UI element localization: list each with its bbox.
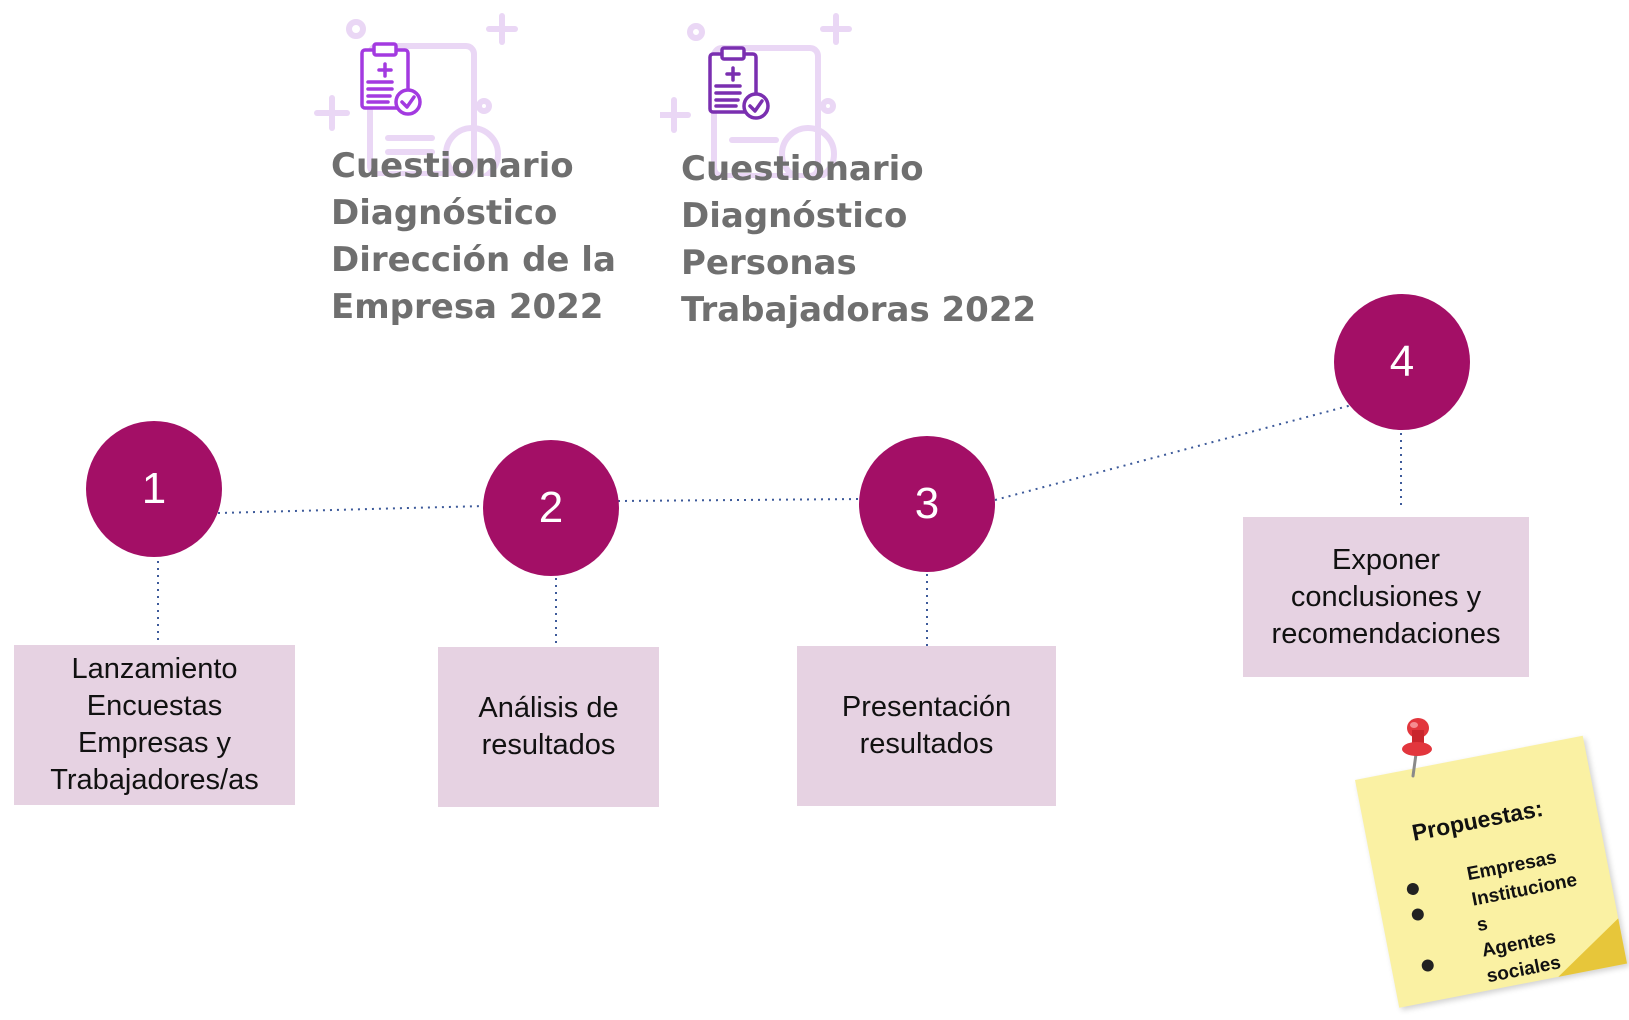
step-4-text-line: conclusiones y xyxy=(1290,580,1482,613)
step-1-circle: 1 xyxy=(86,421,222,557)
bullet-icon xyxy=(1410,907,1425,922)
questionnaire-title-line: Cuestionario xyxy=(681,149,924,189)
note-title: Propuestas: xyxy=(1409,794,1546,846)
connector-3-4 xyxy=(994,404,1353,501)
note-item-text: s xyxy=(1475,913,1490,937)
note-list-item: Agentes xyxy=(1419,927,1558,979)
pushpin-icon xyxy=(1398,716,1438,783)
step-4-circle: 4 xyxy=(1334,294,1470,430)
questionnaire-title-line: Diagnóstico xyxy=(681,196,908,236)
questionnaire-title: Cuestionario Diagnóstico Dirección de la… xyxy=(331,143,616,331)
step-1-text-line: Encuestas xyxy=(86,690,223,722)
step-2-text-line: Análisis de xyxy=(478,692,619,724)
step-3-circle: 3 xyxy=(859,436,995,572)
questionnaire-title: Cuestionario Diagnóstico Personas Trabaj… xyxy=(681,146,1036,334)
step-3-text-line: resultados xyxy=(859,728,994,760)
step-4-text-line: Exponer xyxy=(1331,543,1440,576)
note-list-item: Empresas xyxy=(1404,847,1558,902)
bullet-icon xyxy=(1405,881,1420,896)
note-list-item: sociales xyxy=(1424,952,1563,1004)
step-3-box: Presentación resultados xyxy=(797,646,1056,806)
step-2-box: Análisis de resultados xyxy=(438,647,659,807)
note-list-item: Institucione xyxy=(1409,870,1579,928)
step-3-text-line: Presentación xyxy=(841,691,1012,723)
connector-1-2 xyxy=(217,505,486,514)
questionnaire-title-line: Trabajadoras 2022 xyxy=(681,290,1037,330)
questionnaire-title-line: Diagnóstico xyxy=(331,193,558,233)
note-list-item: s xyxy=(1414,914,1489,953)
questionnaire-title-line: Cuestionario xyxy=(331,146,574,186)
questionnaire-title-line: Empresa 2022 xyxy=(331,287,604,327)
step-4-text-line: recomendaciones xyxy=(1271,617,1501,650)
connector-2-3 xyxy=(617,498,861,502)
clipboard-check-icon xyxy=(657,8,880,183)
step-4-box: Exponer conclusiones y recomendaciones xyxy=(1243,517,1529,677)
step-1-box: Lanzamiento Encuestas Empresas y Trabaja… xyxy=(14,645,295,805)
step-1-text-line: Trabajadores/as xyxy=(50,764,259,796)
questionnaire-title-line: Personas xyxy=(681,243,857,283)
step-1-text-line: Lanzamiento xyxy=(71,653,238,685)
questionnaire-title-line: Dirección de la xyxy=(331,240,616,280)
note-list: Empresas Institucione s Agentes sociales xyxy=(1404,847,1579,1004)
step-2-text-line: resultados xyxy=(481,729,616,761)
step-2-circle: 2 xyxy=(483,440,619,576)
bullet-icon xyxy=(1420,958,1435,973)
clipboard-check-icon xyxy=(312,6,532,183)
proposals-sticky-note: Propuestas: Empresas Institucione s Agen… xyxy=(1355,735,1628,1008)
step-1-text-line: Empresas y xyxy=(77,727,232,759)
